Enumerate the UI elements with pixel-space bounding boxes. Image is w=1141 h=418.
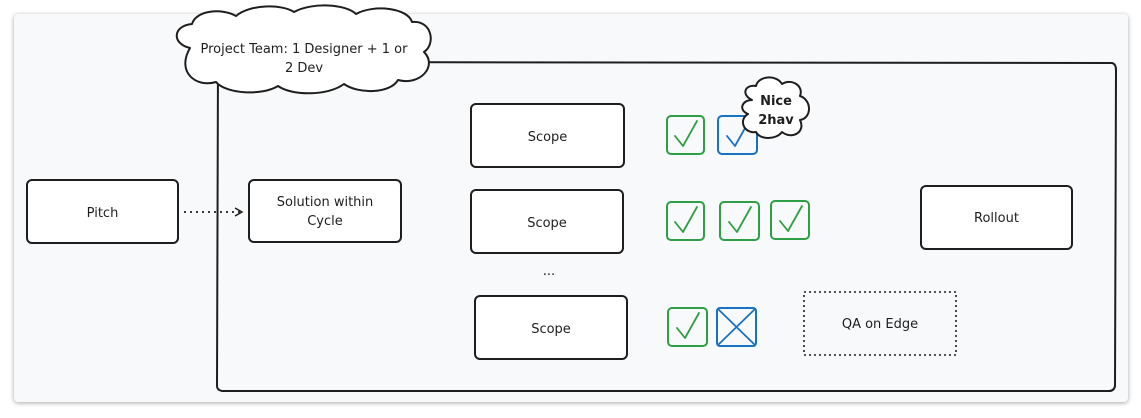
check-icon <box>666 115 705 155</box>
solution-label-line1: Solution within <box>277 195 374 210</box>
rollout-label: Rollout <box>974 211 1019 226</box>
scope-box-1[interactable]: Scope <box>470 103 625 168</box>
scope-label-1: Scope <box>528 130 568 145</box>
nice-to-have-cloud: Nice 2hav <box>741 76 810 139</box>
qa-label: QA on Edge <box>842 317 918 332</box>
solution-box[interactable]: Solution within Cycle <box>248 179 402 243</box>
scope-box-2[interactable]: Scope <box>470 189 624 254</box>
team-cloud-line1: Project Team: 1 Designer + 1 or <box>201 42 409 57</box>
rollout-box[interactable]: Rollout <box>920 185 1073 250</box>
check-icon <box>770 200 810 240</box>
scope-box-3[interactable]: Scope <box>474 295 628 360</box>
qa-box[interactable]: QA on Edge <box>803 291 957 356</box>
x-box-icon <box>716 307 757 347</box>
scope-ellipsis: ... <box>543 264 555 279</box>
solution-label-line2: Cycle <box>307 214 343 229</box>
check-icon <box>719 201 760 241</box>
scope-label-2: Scope <box>527 216 567 231</box>
check-icon <box>667 307 708 347</box>
pitch-box[interactable]: Pitch <box>26 179 179 244</box>
team-cloud-line2: 2 Dev <box>285 61 323 76</box>
scope-label-3: Scope <box>531 322 571 337</box>
pitch-label: Pitch <box>87 206 119 221</box>
nice-cloud-line2: 2hav <box>758 113 794 128</box>
team-cloud: Project Team: 1 Designer + 1 or 2 Dev <box>175 4 432 95</box>
nice-cloud-line1: Nice <box>760 94 792 109</box>
project-team-container <box>216 61 1117 392</box>
check-icon <box>666 201 705 241</box>
